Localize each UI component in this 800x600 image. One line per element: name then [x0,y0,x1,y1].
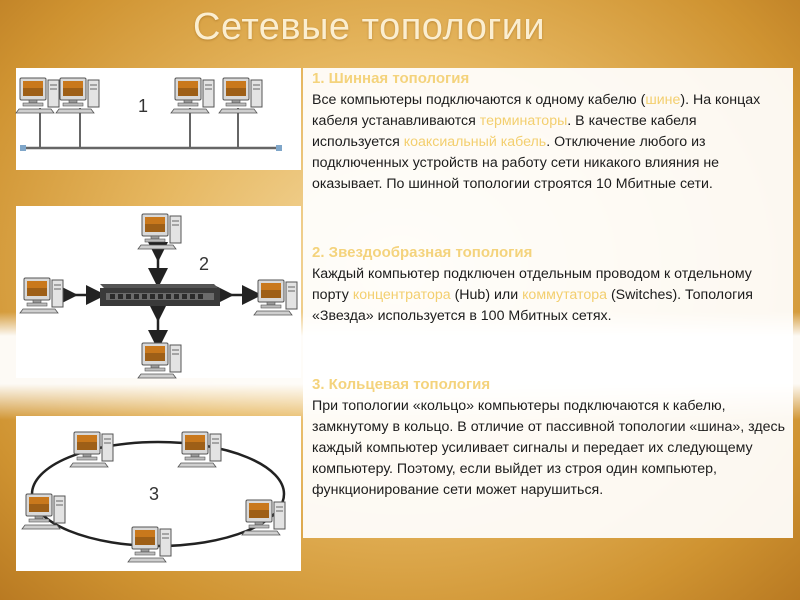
computer-icon [218,77,263,114]
computer-icon [137,213,182,250]
slide-title: Сетевые топологии [193,6,546,48]
text-run: Каждый компьютер подключен отдельным про… [312,266,752,303]
highlighted-term: шине [645,92,681,108]
ring-number: 3 [149,484,159,504]
text-run: . Отключение любого из подключенных устр… [312,134,720,192]
text-run: . В качестве кабеля используется [312,113,697,150]
computer-icon [21,493,66,530]
computer-icon [253,279,298,316]
highlighted-term: коаксиальный кабель [403,134,547,150]
hub-icon [100,284,220,306]
text-run: ). На концах кабеля устанавливаются [312,92,761,129]
highlighted-term: коммутатора [522,287,608,303]
text-run: (Switches). Топология «Звезда» используе… [312,287,753,324]
highlighted-term: терминаторы [479,113,568,129]
text-card [303,68,793,538]
section-text: Каждый компьютер подключен отдельным про… [312,264,787,327]
text-run: (Hub) или [450,287,523,303]
text-run: Все компьютеры подключаются к одному каб… [312,92,646,108]
section-text: Все компьютеры подключаются к одному каб… [312,90,787,195]
computer-icon [55,77,100,114]
computer-icon [137,342,182,379]
section-text: При топологии «кольцо» компьютеры подклю… [312,396,787,501]
section-star: 2. Звездообразная топология Каждый компь… [312,244,787,327]
section-heading: 1. Шинная топология [312,70,470,87]
computer-icon [177,431,222,468]
star-number: 2 [199,254,209,274]
computer-icon [19,277,64,314]
bus-cable [20,108,282,151]
section-heading: 3. Кольцевая топология [312,376,491,393]
computer-icon [170,77,215,114]
computer-icon [15,77,60,114]
section-bus: 1. Шинная топология Все компьютеры подкл… [312,70,787,195]
section-ring: 3. Кольцевая топология При топологии «ко… [312,376,787,501]
section-heading: 2. Звездообразная топология [312,244,533,261]
computer-icon [69,431,114,468]
bus-number: 1 [138,96,148,116]
computer-icon [127,526,172,563]
text-run: При топологии «кольцо» компьютеры подклю… [312,398,785,498]
highlighted-term: концентратора [352,287,451,303]
star-links [58,242,262,350]
